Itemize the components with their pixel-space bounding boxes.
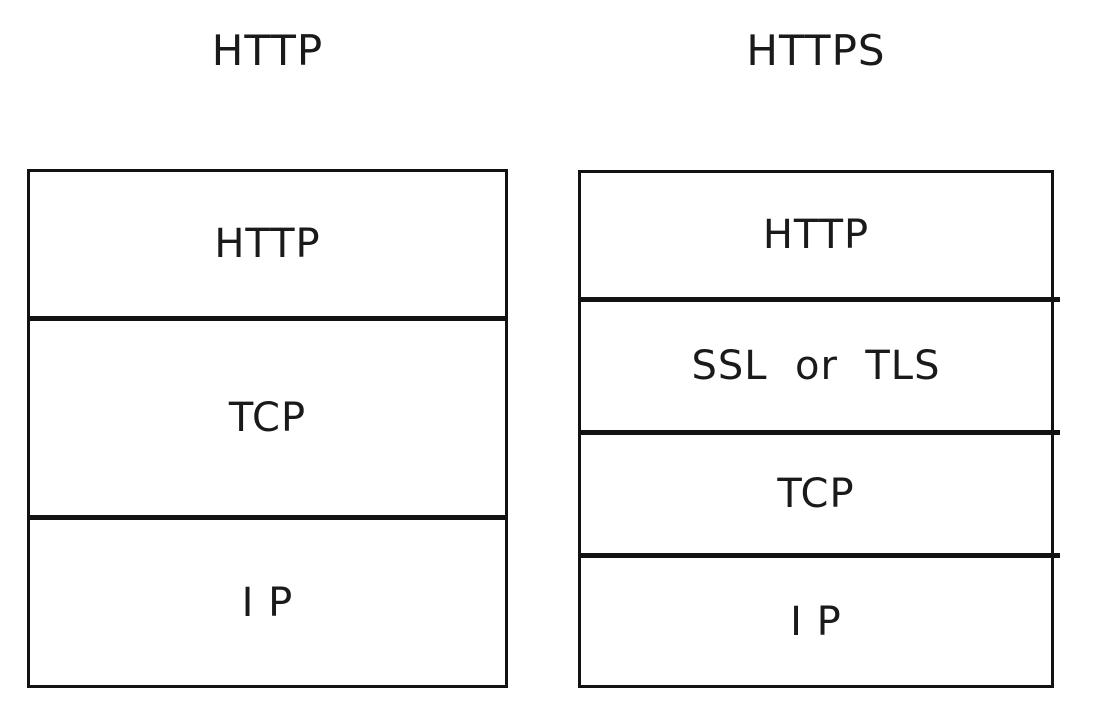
http-stack-title: HTTP <box>211 26 324 75</box>
https-layer-stack: HTTP SSL or TLS TCP I P <box>578 170 1060 688</box>
layer-label-https-ip: I P <box>790 598 842 645</box>
layer-label-tcp: TCP <box>228 395 307 441</box>
divider-overshoot-tcp <box>1054 430 1060 435</box>
layer-ssl-tls: SSL or TLS <box>581 297 1060 430</box>
https-stack-title: HTTPS <box>746 26 886 75</box>
layer-label-http: HTTP <box>214 221 321 267</box>
layer-tcp: TCP <box>30 316 505 515</box>
layer-http: HTTP <box>30 172 505 316</box>
divider-overshoot-ip <box>1054 553 1060 558</box>
layer-label-ip: I P <box>241 579 294 626</box>
layer-https-ip: I P <box>581 553 1060 685</box>
layer-ip: I P <box>30 515 505 685</box>
https-protocol-stack-diagram: HTTPS HTTP SSL or TLS TCP I P <box>578 26 1060 688</box>
http-layer-stack: HTTP TCP I P <box>27 169 508 688</box>
divider-overshoot-ssl-tls <box>1054 297 1060 302</box>
layer-https-tcp: TCP <box>581 430 1060 553</box>
http-protocol-stack-diagram: HTTP HTTP TCP I P <box>27 30 508 688</box>
layer-label-ssl-tls: SSL or TLS <box>691 343 941 389</box>
layer-label-https-http: HTTP <box>762 212 870 258</box>
layer-label-https-tcp: TCP <box>777 471 855 517</box>
layer-https-http: HTTP <box>581 173 1051 297</box>
